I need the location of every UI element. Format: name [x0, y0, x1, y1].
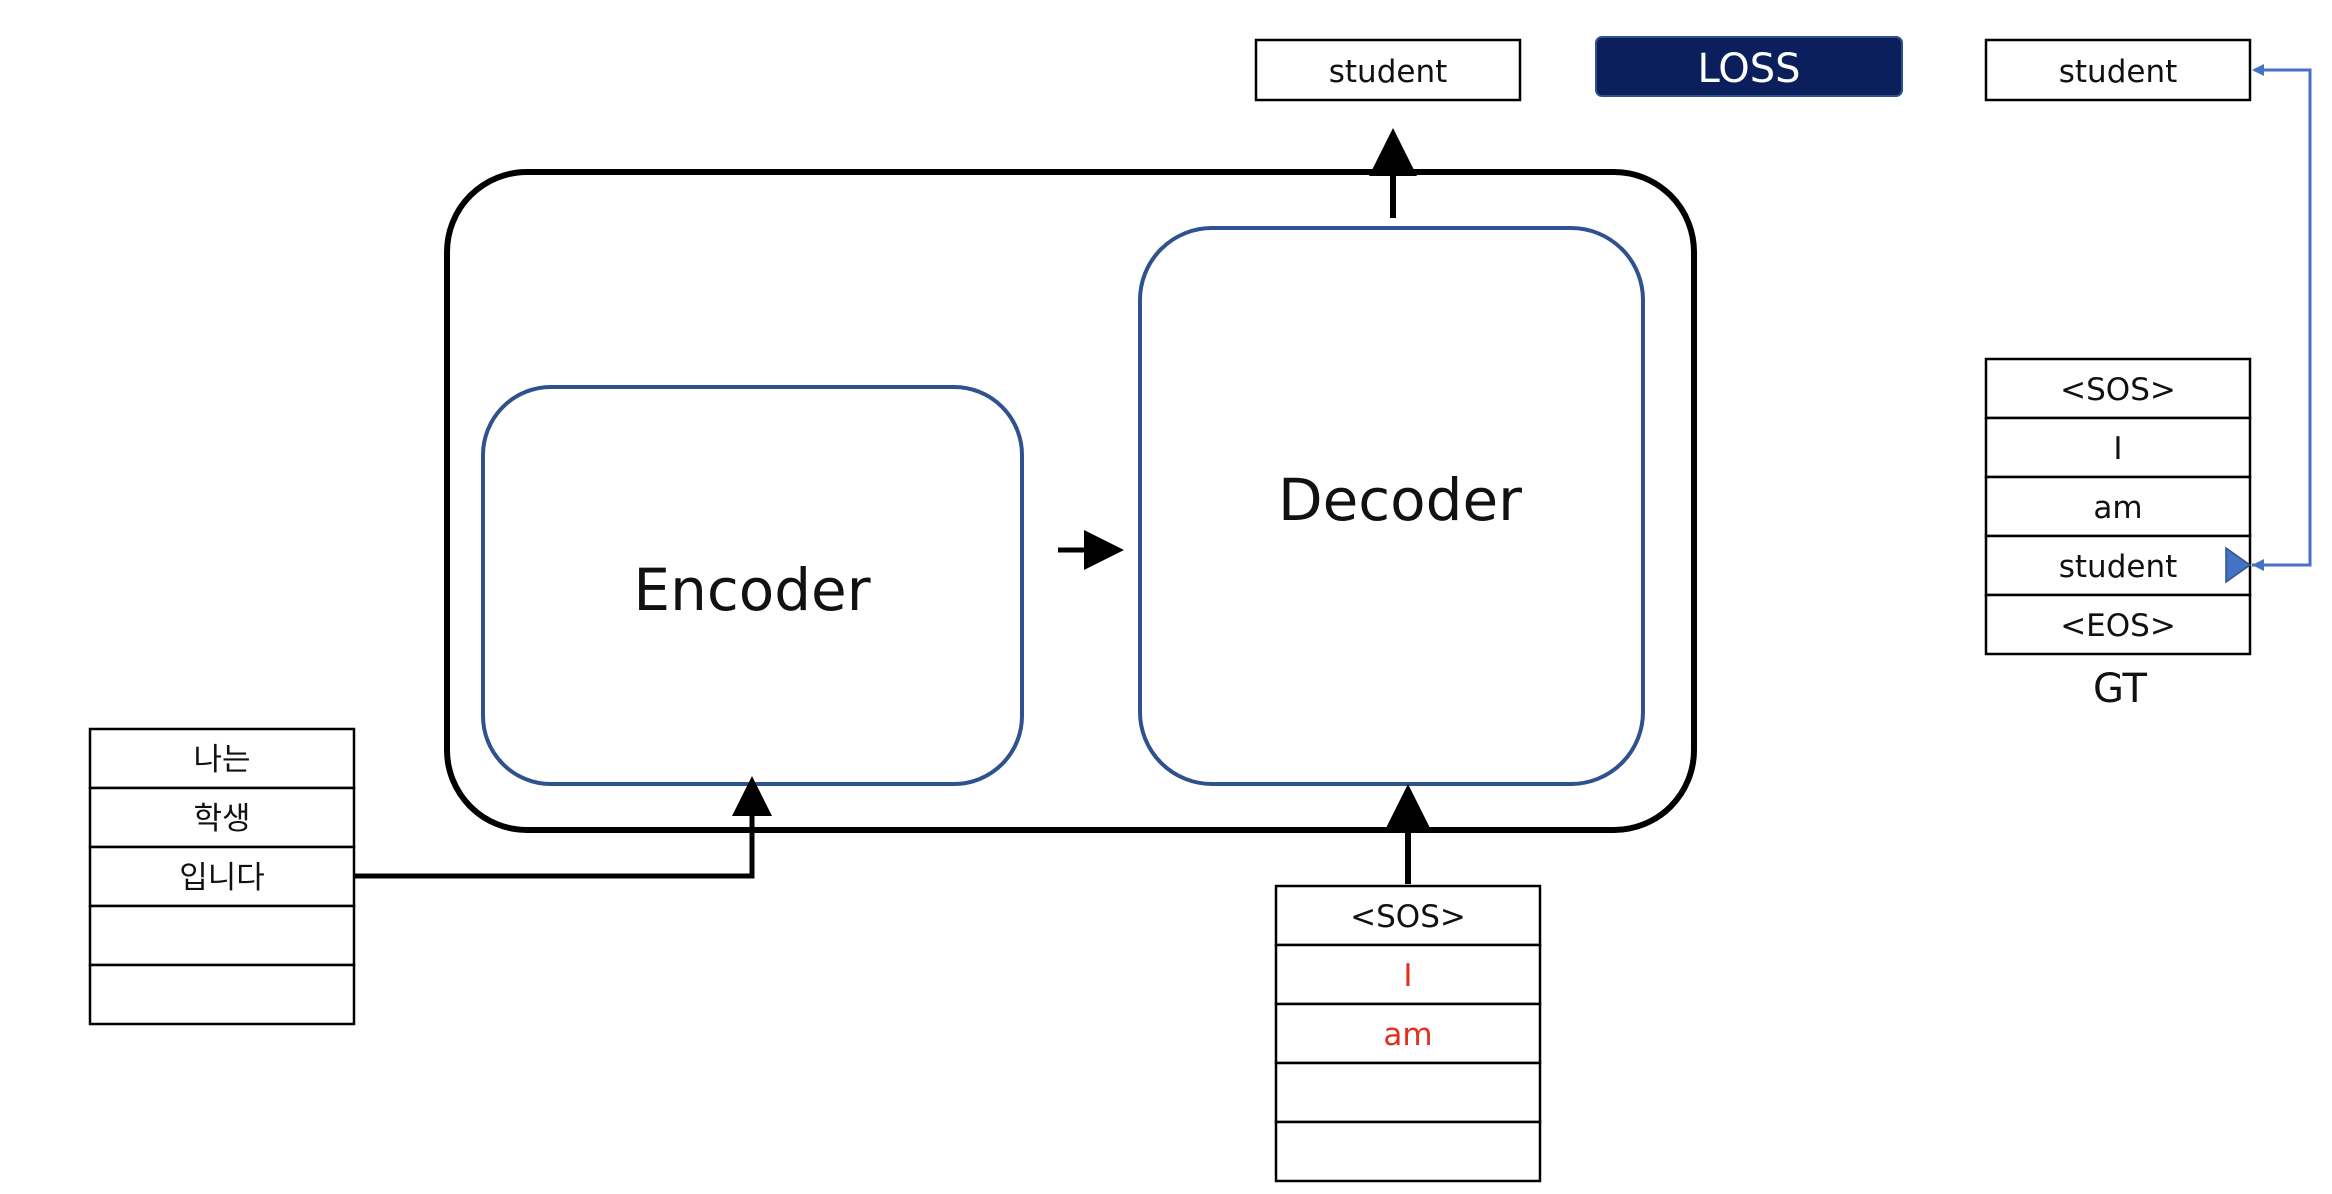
gt-cell: I — [2113, 431, 2122, 467]
encoder-input-cell: 입니다 — [179, 860, 265, 896]
decoder-input-table: <SOS> I am — [1274, 884, 1542, 1183]
decoder-input-cell-highlighted: I — [1403, 958, 1412, 994]
table-row — [1274, 1061, 1542, 1124]
model-container — [444, 169, 1697, 833]
loss-box: LOSS — [1595, 36, 1903, 97]
gt-cell: <EOS> — [2060, 608, 2176, 644]
gt-connector — [2225, 64, 2312, 584]
table-row: am — [1274, 1002, 1542, 1065]
table-row: student — [1984, 534, 2252, 597]
table-row: <SOS> — [1274, 884, 1542, 947]
ground-truth-table: <SOS> I am student <EOS> GT — [1984, 357, 2252, 712]
gt-caption: GT — [2093, 666, 2148, 712]
table-row: 나는 — [88, 727, 356, 790]
table-row: am — [1984, 475, 2252, 538]
gt-cell: <SOS> — [2060, 372, 2176, 408]
decoder-label: Decoder — [1278, 466, 1522, 534]
table-row — [1274, 1120, 1542, 1183]
table-row — [88, 904, 356, 967]
encoder-input-cell: 학생 — [193, 801, 250, 837]
table-row: I — [1274, 943, 1542, 1006]
encoder-block: Encoder — [481, 385, 1024, 786]
table-row — [88, 963, 356, 1026]
encoder-input-connector — [354, 776, 772, 879]
encoder-label: Encoder — [633, 556, 870, 624]
table-row: I — [1984, 416, 2252, 479]
table-row: <SOS> — [1984, 357, 2252, 420]
encoder-input-cell: 나는 — [193, 742, 250, 778]
table-row: <EOS> — [1984, 593, 2252, 656]
decoder-input-cell: <SOS> — [1350, 899, 1466, 935]
loss-label: LOSS — [1697, 46, 1800, 92]
prediction-text: student — [1329, 54, 1448, 90]
table-row: 학생 — [88, 786, 356, 849]
decoder-input-cell-highlighted: am — [1383, 1017, 1432, 1053]
table-row: 입니다 — [88, 845, 356, 908]
target-text: student — [2059, 54, 2178, 90]
encoder-input-table: 나는 학생 입니다 — [88, 727, 356, 1026]
target-box: student — [1984, 38, 2252, 102]
prediction-box: student — [1254, 38, 1522, 102]
gt-cell: student — [2059, 549, 2178, 585]
decoder-block: Decoder — [1138, 226, 1645, 786]
gt-cell: am — [2093, 490, 2142, 526]
